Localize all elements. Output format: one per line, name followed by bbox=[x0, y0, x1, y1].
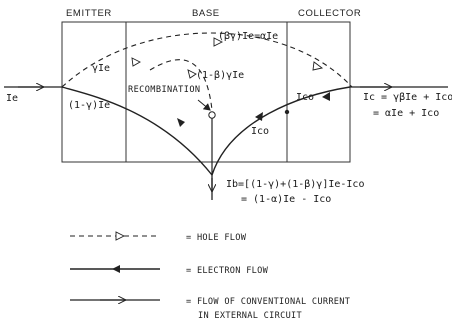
one-minus-gamma-ie-label: (1-γ)Ie bbox=[68, 100, 110, 111]
electron-flow-collector bbox=[211, 86, 351, 176]
transistor-body bbox=[61, 21, 351, 163]
ico-junction-dot bbox=[284, 109, 290, 115]
electron-arrow-1 bbox=[177, 118, 185, 127]
transistor-outline bbox=[61, 21, 351, 163]
legend-conventional-text-2: IN EXTERNAL CIRCUIT bbox=[198, 311, 302, 321]
hole-arrow-3 bbox=[312, 61, 324, 71]
electron-arrow-3 bbox=[322, 92, 330, 101]
legend-conventional-text: = FLOW OF CONVENTIONAL CURRENT bbox=[186, 297, 350, 307]
emitter-label: EMITTER bbox=[66, 8, 112, 19]
electron-flow-emitter bbox=[61, 86, 213, 176]
hole-arrow-1 bbox=[131, 57, 141, 67]
hole-flow-arc-main bbox=[61, 32, 353, 88]
legend-hole-arrow bbox=[115, 231, 126, 241]
hole-arrow-2 bbox=[213, 37, 224, 47]
base-label: BASE bbox=[192, 8, 220, 19]
ico-bottom-label: Ico bbox=[251, 126, 269, 137]
legend: = HOLE FLOW = ELECTRON FLOW = FLOW OF CO… bbox=[70, 231, 350, 321]
hole-arrow-4 bbox=[187, 69, 197, 79]
beta-gamma-ie-label: (βγ)Ie=αIe bbox=[218, 31, 278, 42]
ico-top-label: Ico bbox=[296, 92, 314, 103]
ib-equation-line2: = (1-α)Ie - Ico bbox=[241, 194, 331, 205]
legend-hole-text: = HOLE FLOW bbox=[186, 233, 247, 243]
legend-electron-text: = ELECTRON FLOW bbox=[186, 266, 269, 276]
legend-electron-arrow bbox=[112, 265, 120, 273]
ic-equation-line1: Ic = γβIe + Ico bbox=[363, 92, 452, 103]
ie-label: Ie bbox=[6, 93, 18, 104]
ic-equation-line2: = αIe + Ico bbox=[373, 108, 439, 119]
recombination-label: RECOMBINATION bbox=[128, 85, 200, 95]
ib-equation-line1: Ib=[(1-γ)+(1-β)γ]Ie-Ico bbox=[226, 179, 364, 190]
electron-arrow-2 bbox=[255, 112, 263, 121]
recombination-pointer bbox=[197, 99, 211, 111]
hole-flow-arc-recombination bbox=[149, 59, 213, 111]
gamma-ie-label: γIe bbox=[92, 63, 110, 74]
recombination-node bbox=[208, 111, 216, 119]
one-minus-beta-gamma-ie-label: (1-β)γIe bbox=[196, 70, 244, 81]
collector-label: COLLECTOR bbox=[298, 8, 361, 19]
